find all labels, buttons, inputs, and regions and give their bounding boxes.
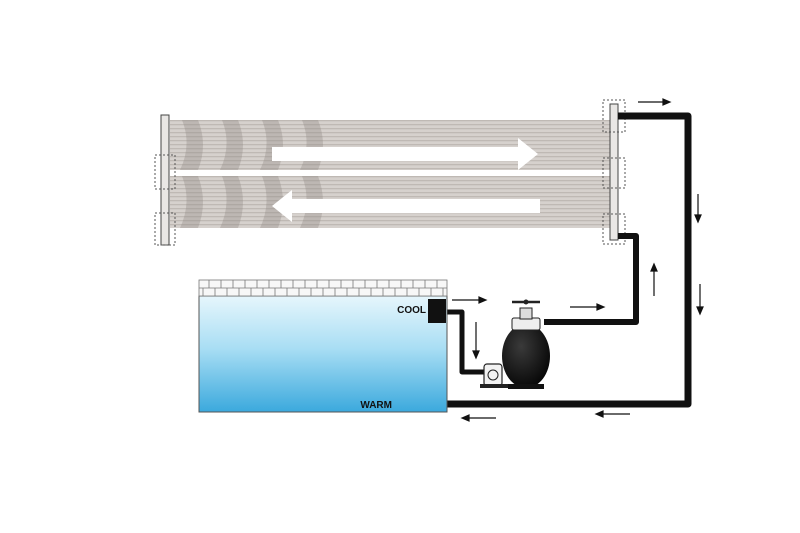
pool-water — [198, 295, 448, 413]
flow-direction-arrow-icon — [460, 414, 496, 422]
solar-panel-array — [154, 99, 626, 246]
flow-direction-arrow-icon — [694, 194, 702, 224]
flow-direction-arrow-icon — [594, 410, 630, 418]
flow-direction-arrow-icon — [638, 98, 672, 106]
flow-direction-arrow-icon — [650, 262, 658, 296]
flow-arrows — [452, 98, 704, 422]
warm-label: WARM — [360, 400, 392, 411]
pool-filter-pump-icon — [480, 299, 550, 389]
pool-outlet-pipe — [446, 309, 488, 375]
solar-panel-upper — [170, 120, 610, 170]
flow-direction-arrow-icon — [696, 284, 704, 316]
flow-direction-arrow-icon — [472, 322, 480, 360]
pool-tile-edge — [198, 279, 448, 297]
flow-direction-arrow-icon — [452, 296, 488, 304]
left-clamps — [154, 154, 176, 246]
skimmer-outlet — [428, 299, 446, 323]
panel-flow-right-arrow-icon — [272, 138, 538, 170]
left-header-pipe — [160, 114, 170, 246]
flow-direction-arrow-icon — [570, 303, 606, 311]
pool: COOL WARM — [198, 279, 448, 413]
panel-flow-left-arrow-icon — [272, 190, 540, 222]
pipework — [400, 112, 692, 408]
cool-label: COOL — [397, 305, 426, 316]
right-header-pipe — [609, 103, 619, 241]
panel-supply-pipe — [544, 233, 639, 325]
warm-return-pipe — [400, 112, 692, 408]
